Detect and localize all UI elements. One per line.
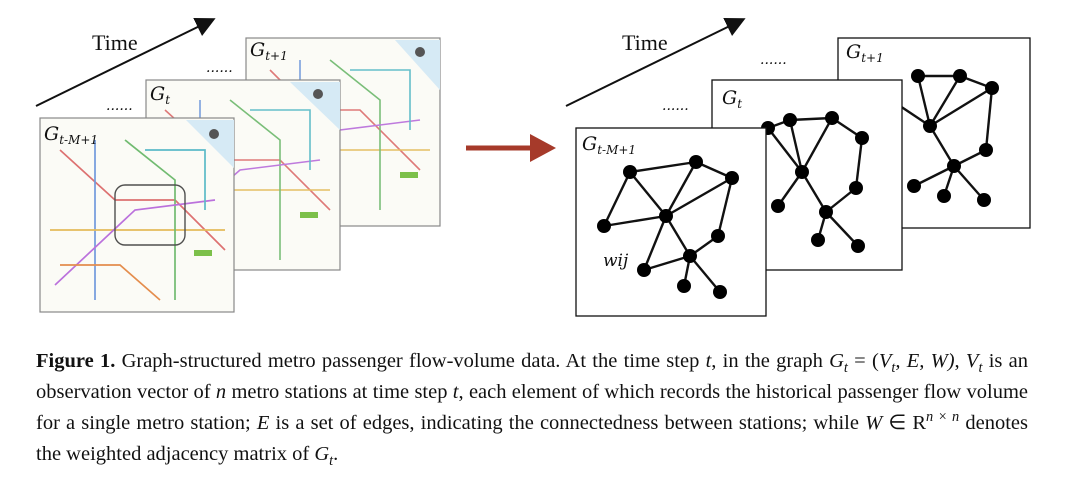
- metro-map-t-minus-m-plus-1: [39, 117, 235, 313]
- left-time-axis: Time: [35, 18, 216, 107]
- map-label-t-minus-m-plus-1: Gt-M+1: [44, 123, 98, 147]
- map-label-t: Gt: [150, 83, 170, 107]
- compass-icon: [415, 47, 425, 57]
- right-time-label: Time: [622, 30, 668, 55]
- graph-label-t-minus-m-plus-1: Gt-M+1: [582, 133, 636, 157]
- compass-icon: [209, 129, 219, 139]
- compass-icon: [313, 89, 323, 99]
- left-ellipsis-mid: ......: [106, 98, 133, 114]
- right-time-axis: Time: [565, 18, 746, 107]
- right-ellipsis-mid: ......: [662, 98, 689, 114]
- graph-label-t-plus-1: Gt+1: [846, 41, 884, 65]
- left-ellipsis-top: ......: [206, 60, 233, 76]
- map-label-t-plus-1: Gt+1: [250, 39, 288, 63]
- graph-label-t: Gt: [722, 87, 742, 111]
- graph-t-minus-m-plus-1: wij: [575, 127, 767, 317]
- figure-caption: Figure 1. Graph-structured metro passeng…: [36, 350, 1028, 470]
- figure-illustration: Time ...... ...... Gt+1 G: [35, 18, 1031, 317]
- transform-arrow: [466, 134, 556, 162]
- right-ellipsis-top: ......: [760, 52, 787, 68]
- figure-number: Figure 1.: [36, 350, 116, 372]
- edge-weight-label: wij: [603, 251, 629, 271]
- left-time-label: Time: [92, 30, 138, 55]
